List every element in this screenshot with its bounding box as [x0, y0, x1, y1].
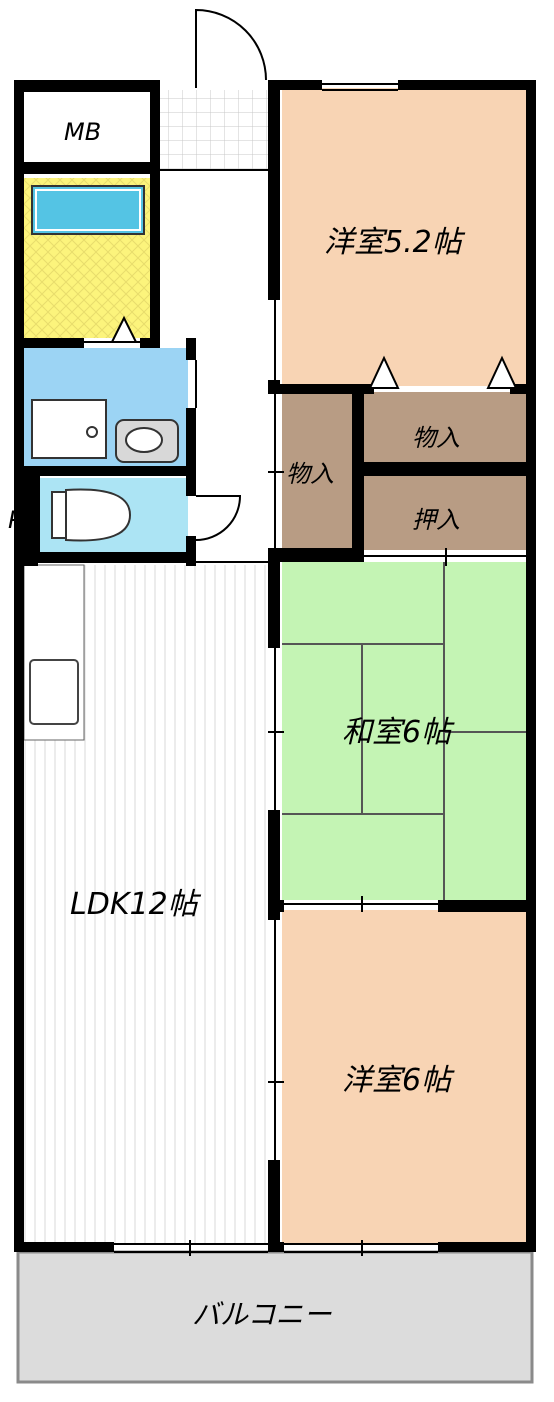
- washing-machine: [31, 399, 107, 459]
- ldk-room: [23, 564, 274, 1245]
- western-room-2: [282, 910, 526, 1244]
- balcony: [16, 1250, 534, 1384]
- western-room-1-label: 洋室5.2帖: [324, 225, 466, 260]
- kitchen-sink: [29, 659, 79, 725]
- balcony-label: バルコニー: [192, 1298, 332, 1331]
- storage-1-label: 物入: [286, 460, 334, 488]
- entrance-hall: [160, 90, 275, 170]
- toilet-bowl: [65, 488, 132, 542]
- ps-label: PS: [8, 506, 38, 534]
- japanese-room: [282, 562, 526, 900]
- closet: [362, 476, 526, 550]
- ldk-label: LDK12帖: [70, 887, 202, 922]
- storage-2: [362, 392, 526, 462]
- mb-label: MB: [64, 118, 101, 146]
- storage-2-label: 物入: [412, 424, 460, 452]
- bathtub: [31, 185, 145, 235]
- mb-box: [24, 94, 150, 162]
- storage-1: [282, 392, 354, 548]
- western-room-1: [282, 88, 526, 386]
- walls: [14, 80, 536, 1252]
- japanese-room-label: 和室6帖: [342, 715, 455, 750]
- western-room-2-label: 洋室6帖: [342, 1063, 455, 1098]
- closet-label: 押入: [412, 506, 460, 534]
